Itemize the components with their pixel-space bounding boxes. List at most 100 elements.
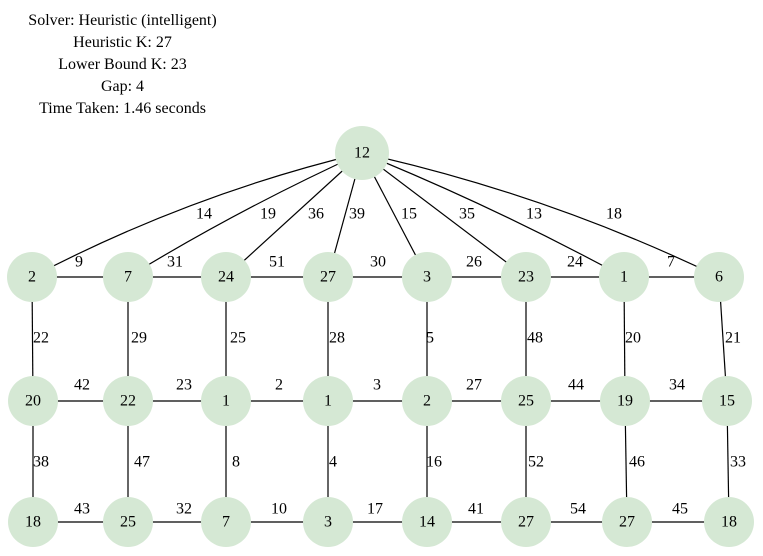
node-circle	[201, 252, 251, 302]
edge-weight-label: 54	[570, 501, 586, 518]
node-label: 25	[120, 514, 136, 531]
node-label: 7	[222, 514, 230, 531]
edge-weight-label: 31	[167, 254, 183, 271]
node-circle	[402, 252, 452, 302]
node-r2c2: 22	[103, 376, 153, 426]
node-circle	[702, 376, 752, 426]
edge-weight-label: 18	[606, 206, 622, 223]
edge-weight-label: 35	[459, 206, 475, 223]
node-circle	[303, 497, 353, 547]
edge-weight-label: 5	[426, 330, 434, 347]
edge-weight-label: 29	[131, 330, 147, 347]
node-r3c7: 27	[602, 497, 652, 547]
solver-text: Solver: Heuristic (intelligent)	[28, 12, 217, 29]
edge-weight-label: 9	[75, 254, 83, 271]
node-label: 24	[218, 269, 234, 286]
node-label: 18	[25, 514, 41, 531]
heuristic-k-text: Heuristic K: 27	[73, 34, 172, 51]
edge-weight-label: 33	[730, 454, 746, 471]
node-label: 27	[619, 514, 635, 531]
edge-weight-label: 22	[33, 330, 49, 347]
edge-weight-label: 10	[271, 501, 287, 518]
node-label: 2	[423, 393, 431, 410]
node-r3c4: 3	[303, 497, 353, 547]
node-r3c2: 25	[103, 497, 153, 547]
node-circle	[704, 497, 754, 547]
node-r2c8: 15	[702, 376, 752, 426]
node-label: 7	[124, 269, 132, 286]
edge-weight-label: 16	[426, 454, 442, 471]
node-r3c3: 7	[201, 497, 251, 547]
node-label: 19	[617, 393, 633, 410]
node-r3c5: 14	[402, 497, 452, 547]
node-label: 14	[419, 514, 435, 531]
edge-top-r1c2	[127, 152, 363, 278]
node-r2c4: 1	[303, 376, 353, 426]
edge-weight-label: 21	[725, 330, 741, 347]
node-label: 3	[324, 514, 332, 531]
edge-weight-label: 17	[367, 501, 383, 518]
node-label: 18	[721, 514, 737, 531]
edge-weight-label: 26	[466, 254, 482, 271]
node-label: 1	[324, 393, 332, 410]
edge-weight-label: 48	[527, 330, 543, 347]
edge-weight-label: 36	[308, 206, 324, 223]
node-r1c1: 2	[7, 252, 57, 302]
node-circle	[103, 252, 153, 302]
node-r2c7: 19	[600, 376, 650, 426]
node-circle	[201, 376, 251, 426]
node-label: 20	[25, 393, 41, 410]
edge-weight-label: 52	[528, 454, 544, 471]
node-r3c8: 18	[704, 497, 754, 547]
time-taken-text: Time Taken: 1.46 seconds	[39, 100, 206, 117]
node-r1c8: 6	[694, 252, 744, 302]
node-r2c5: 2	[402, 376, 452, 426]
node-r3c1: 18	[8, 497, 58, 547]
edge-weight-label: 23	[176, 377, 192, 394]
edge-weight-label: 51	[269, 254, 285, 271]
edge-weight-label: 15	[401, 206, 417, 223]
node-circle	[602, 497, 652, 547]
node-label: 25	[518, 393, 534, 410]
edge-weight-label: 38	[33, 454, 49, 471]
node-label: 23	[518, 269, 534, 286]
edge-weight-label: 2	[275, 377, 283, 394]
edge-weight-label: 4	[329, 454, 337, 471]
node-label: 1	[222, 393, 230, 410]
node-circle	[600, 376, 650, 426]
node-circle	[8, 376, 58, 426]
edge-weight-label: 30	[370, 254, 386, 271]
edge-weight-label: 46	[629, 454, 645, 471]
node-r2c3: 1	[201, 376, 251, 426]
edge-weight-label: 24	[567, 254, 583, 271]
node-r1c3: 24	[201, 252, 251, 302]
node-circle	[7, 252, 57, 302]
edge-weight-label: 41	[468, 501, 484, 518]
node-circle	[303, 252, 353, 302]
solver-info-panel: Solver: Heuristic (intelligent) Heuristi…	[0, 10, 245, 120]
edge-weight-label: 34	[669, 377, 685, 394]
node-top: 12	[335, 126, 389, 180]
node-circle	[201, 497, 251, 547]
edge-weight-label: 28	[329, 330, 345, 347]
node-circle	[8, 497, 58, 547]
edge-weight-label: 7	[667, 254, 675, 271]
edge-weight-label: 14	[196, 206, 212, 223]
edge-weight-label: 45	[672, 501, 688, 518]
node-label: 6	[715, 269, 723, 286]
edge-top-r1c8	[361, 152, 720, 278]
node-circle	[501, 376, 551, 426]
node-circle	[103, 497, 153, 547]
gap-text: Gap: 4	[100, 78, 145, 95]
node-circle	[694, 252, 744, 302]
edge-weight-label: 39	[349, 206, 365, 223]
lower-bound-k-text: Lower Bound K: 23	[58, 56, 187, 73]
node-label: 27	[320, 269, 336, 286]
node-r3c6: 27	[501, 497, 551, 547]
node-label: 12	[354, 145, 370, 162]
node-circle	[501, 252, 551, 302]
node-r1c5: 3	[402, 252, 452, 302]
